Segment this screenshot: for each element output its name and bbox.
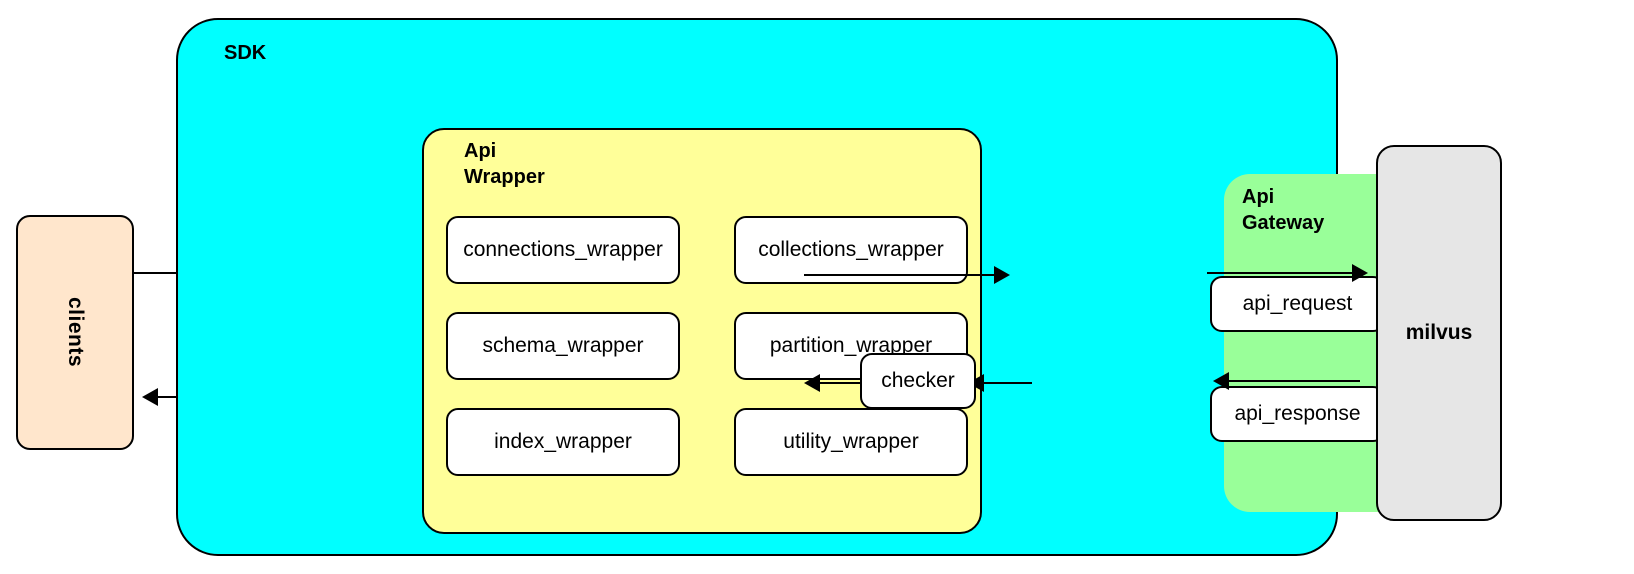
milvus-label: milvus xyxy=(1405,321,1473,344)
node-label: api_request xyxy=(1242,292,1353,315)
node-collections-wrapper[interactable]: collections_wrapper xyxy=(734,216,968,284)
api-wrapper-container: Api Wrapper connections_wrapper collecti… xyxy=(422,128,982,534)
milvus-node[interactable]: milvus xyxy=(1376,145,1502,521)
connector-request-to-milvus xyxy=(1207,272,1357,274)
clients-node[interactable]: clients xyxy=(16,215,134,450)
node-label: connections_wrapper xyxy=(463,238,663,261)
node-api-response[interactable]: api_response xyxy=(1210,386,1385,442)
sdk-title: SDK xyxy=(224,42,267,64)
node-api-request[interactable]: api_request xyxy=(1210,276,1385,332)
arrowhead-milvus-to-response xyxy=(1213,372,1229,390)
node-label: partition_wrapper xyxy=(769,334,933,357)
node-label: collections_wrapper xyxy=(758,238,944,261)
node-label: utility_wrapper xyxy=(783,430,919,453)
connector-checker-to-wrapper xyxy=(814,382,864,384)
arrowhead-checker-to-wrapper xyxy=(804,374,820,392)
node-utility-wrapper[interactable]: utility_wrapper xyxy=(734,408,968,476)
checker-label: checker xyxy=(881,369,955,392)
api-wrapper-title: Api Wrapper xyxy=(464,140,545,188)
connector-milvus-to-response xyxy=(1225,380,1360,382)
arrowhead-wrapper-to-gateway xyxy=(994,266,1010,284)
node-schema-wrapper[interactable]: schema_wrapper xyxy=(446,312,680,380)
arrowhead-sdk-to-clients xyxy=(142,388,158,406)
clients-label: clients xyxy=(64,297,87,368)
arrowhead-request-to-milvus xyxy=(1352,264,1368,282)
node-label: index_wrapper xyxy=(494,430,632,453)
node-label: schema_wrapper xyxy=(482,334,644,357)
connector-response-to-checker xyxy=(978,382,1032,384)
checker-node[interactable]: checker xyxy=(860,353,976,409)
sdk-container: SDK Api Wrapper connections_wrapper coll… xyxy=(176,18,1416,556)
connector-wrapper-to-gateway xyxy=(804,274,1004,276)
node-index-wrapper[interactable]: index_wrapper xyxy=(446,408,680,476)
node-connections-wrapper[interactable]: connections_wrapper xyxy=(446,216,680,284)
api-gateway-title: Api Gateway xyxy=(1242,186,1325,234)
node-label: api_response xyxy=(1234,402,1361,425)
